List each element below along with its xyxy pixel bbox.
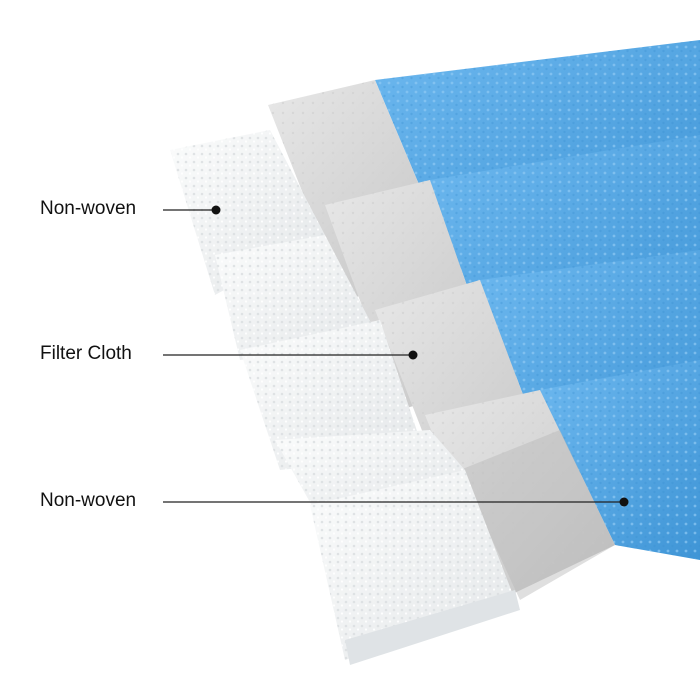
blue-nonwoven-layer bbox=[375, 40, 700, 560]
callout-non-woven-inner-leader bbox=[163, 497, 629, 507]
callout-label-filter-cloth: Filter Cloth bbox=[40, 343, 132, 364]
gray-filter-cloth-layer bbox=[268, 80, 615, 600]
white-nonwoven-layer bbox=[170, 130, 520, 665]
callout-label-non-woven-bottom: Non-woven bbox=[40, 490, 137, 511]
callout-dot bbox=[619, 497, 629, 507]
callout-dot bbox=[408, 350, 418, 360]
callout-label-non-woven-top: Non-woven bbox=[40, 198, 137, 219]
callout-dot bbox=[211, 205, 221, 215]
callout-filter-cloth-leader bbox=[163, 350, 418, 360]
callout-non-woven-outer-leader bbox=[163, 205, 221, 215]
